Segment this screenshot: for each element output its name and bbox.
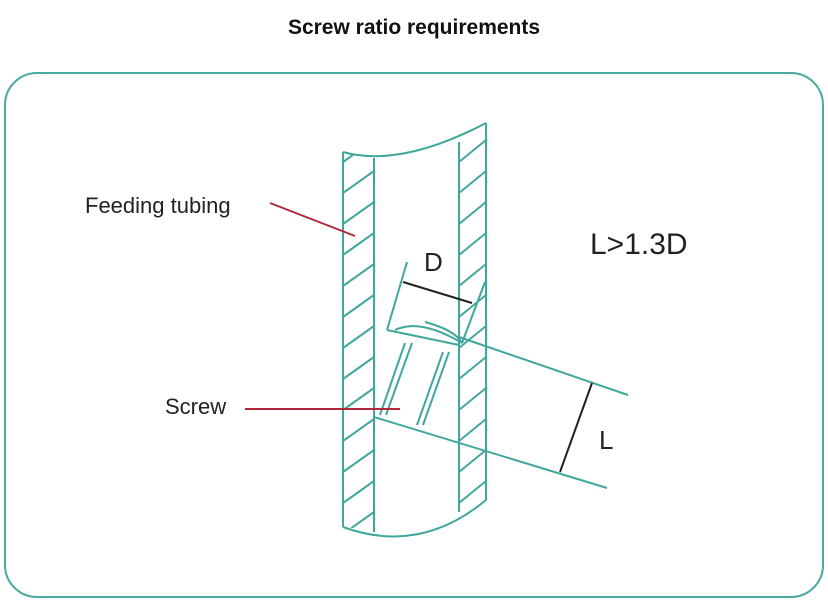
hatch-line [459, 139, 486, 163]
ratio-formula: L>1.3D [590, 228, 688, 261]
hatch-line [459, 418, 486, 442]
hatch-line [459, 325, 486, 349]
hatch-line [343, 325, 374, 349]
feeding-tubing-label: Feeding tubing [85, 193, 231, 218]
hatch-line [343, 170, 374, 194]
tube-bottom-edge [342, 499, 487, 538]
hatch-line [343, 263, 374, 287]
hatch-line [459, 201, 486, 225]
hatch-line [459, 387, 486, 411]
hatch-line [459, 543, 486, 565]
hatch-line [343, 152, 374, 163]
hatch-line [343, 201, 374, 225]
l-dimension-line [559, 382, 593, 473]
hatch-line [343, 387, 374, 411]
tube-left-wall [342, 152, 375, 565]
hatch-line [343, 294, 374, 318]
hatch-line [343, 418, 374, 442]
d-label: D [424, 247, 443, 277]
hatch-line [459, 170, 486, 194]
hatch-line [343, 232, 374, 256]
hatch-line [459, 480, 486, 504]
hatch-line [459, 294, 486, 318]
feeding-tubing-leader [269, 202, 356, 237]
hatch-line [343, 449, 374, 473]
hatch-line [343, 543, 374, 565]
l-label: L [599, 425, 614, 455]
screw-label: Screw [165, 394, 227, 419]
hatch-line [343, 356, 374, 380]
hatch-line [459, 263, 486, 287]
tube-top-edge [342, 122, 487, 158]
hatch-line [459, 449, 486, 473]
hatch-line [459, 232, 486, 256]
d-dimension-line [402, 281, 473, 304]
diagram-title: Screw ratio requirements [287, 16, 541, 39]
hatch-line [459, 356, 486, 380]
hatch-line [343, 511, 374, 530]
screw-body [373, 261, 629, 489]
frame-border [4, 72, 824, 598]
tube-right-wall [458, 123, 487, 565]
hatch-line [343, 480, 374, 504]
